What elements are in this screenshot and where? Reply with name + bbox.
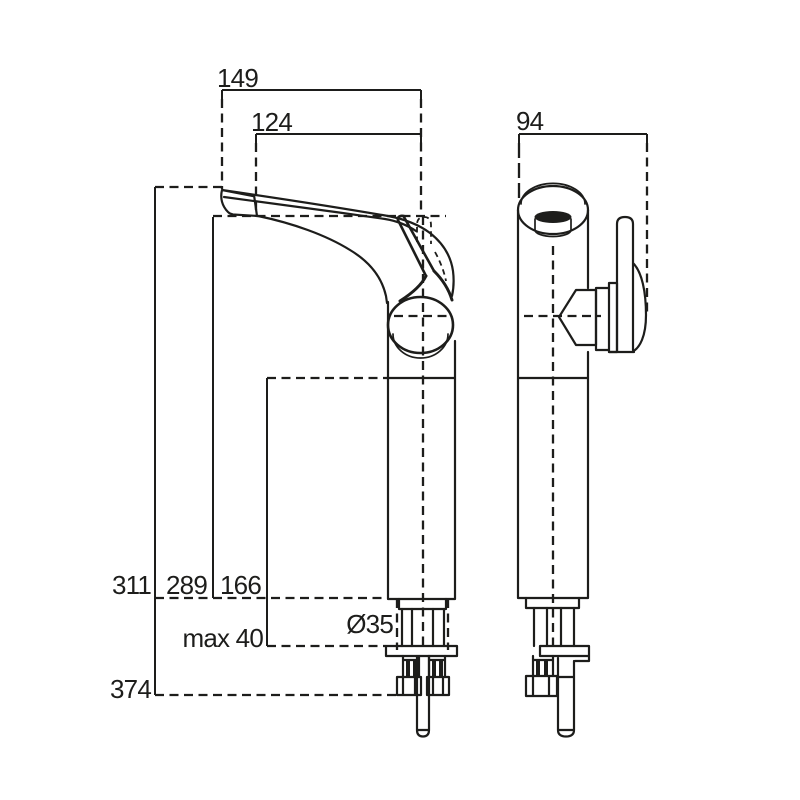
label-height-outlet: 289 [166,570,207,600]
front-mounting-flange [386,646,457,656]
front-lever-to-ball-merge [400,271,452,301]
label-height-shoulder: 166 [220,570,261,600]
side-fitting-hatch-bars [536,661,548,675]
side-outlet-collar [535,219,571,237]
front-column [388,302,455,599]
front-hex-nuts [397,677,449,695]
side-view [518,183,646,736]
side-mounting-flange [540,646,589,661]
side-spout-outlet [534,211,572,223]
label-spout-reach-overall: 149 [217,63,258,93]
side-body [518,210,588,598]
handle-ball-inner-arc [393,334,448,358]
front-base-cap [399,599,446,609]
label-body-depth: 94 [516,106,544,136]
label-deck-thickness-max: max 40 [183,623,264,653]
extension-dashes [155,99,647,695]
side-top-cap-inner-rim [521,183,585,204]
label-height-total: 311 [112,570,151,600]
front-threaded-shank [402,609,444,646]
dimension-labels: 149 124 94 311 289 166 max 40 Ø35 374 [110,63,544,704]
front-fitting-hatch-bars [406,661,443,676]
side-handle-cone [559,290,596,345]
side-supply-fitting [533,656,553,676]
side-top-cap [518,186,588,234]
side-threaded-shank [534,608,574,646]
handle-ball [388,297,453,353]
side-hex-nut [526,676,557,696]
front-mounting-rod [417,656,429,737]
side-lever [609,217,646,352]
dim-line-94 [519,134,647,143]
dim-line-149 [222,90,421,99]
side-mounting-rod [558,658,574,737]
label-depth-below-overall: 374 [110,674,151,704]
front-view [221,190,457,737]
side-handle-hub [596,283,617,352]
label-shank-diameter: Ø35 [346,609,393,639]
dimension-lines [155,90,647,695]
label-spout-reach-outlet: 124 [251,107,292,137]
